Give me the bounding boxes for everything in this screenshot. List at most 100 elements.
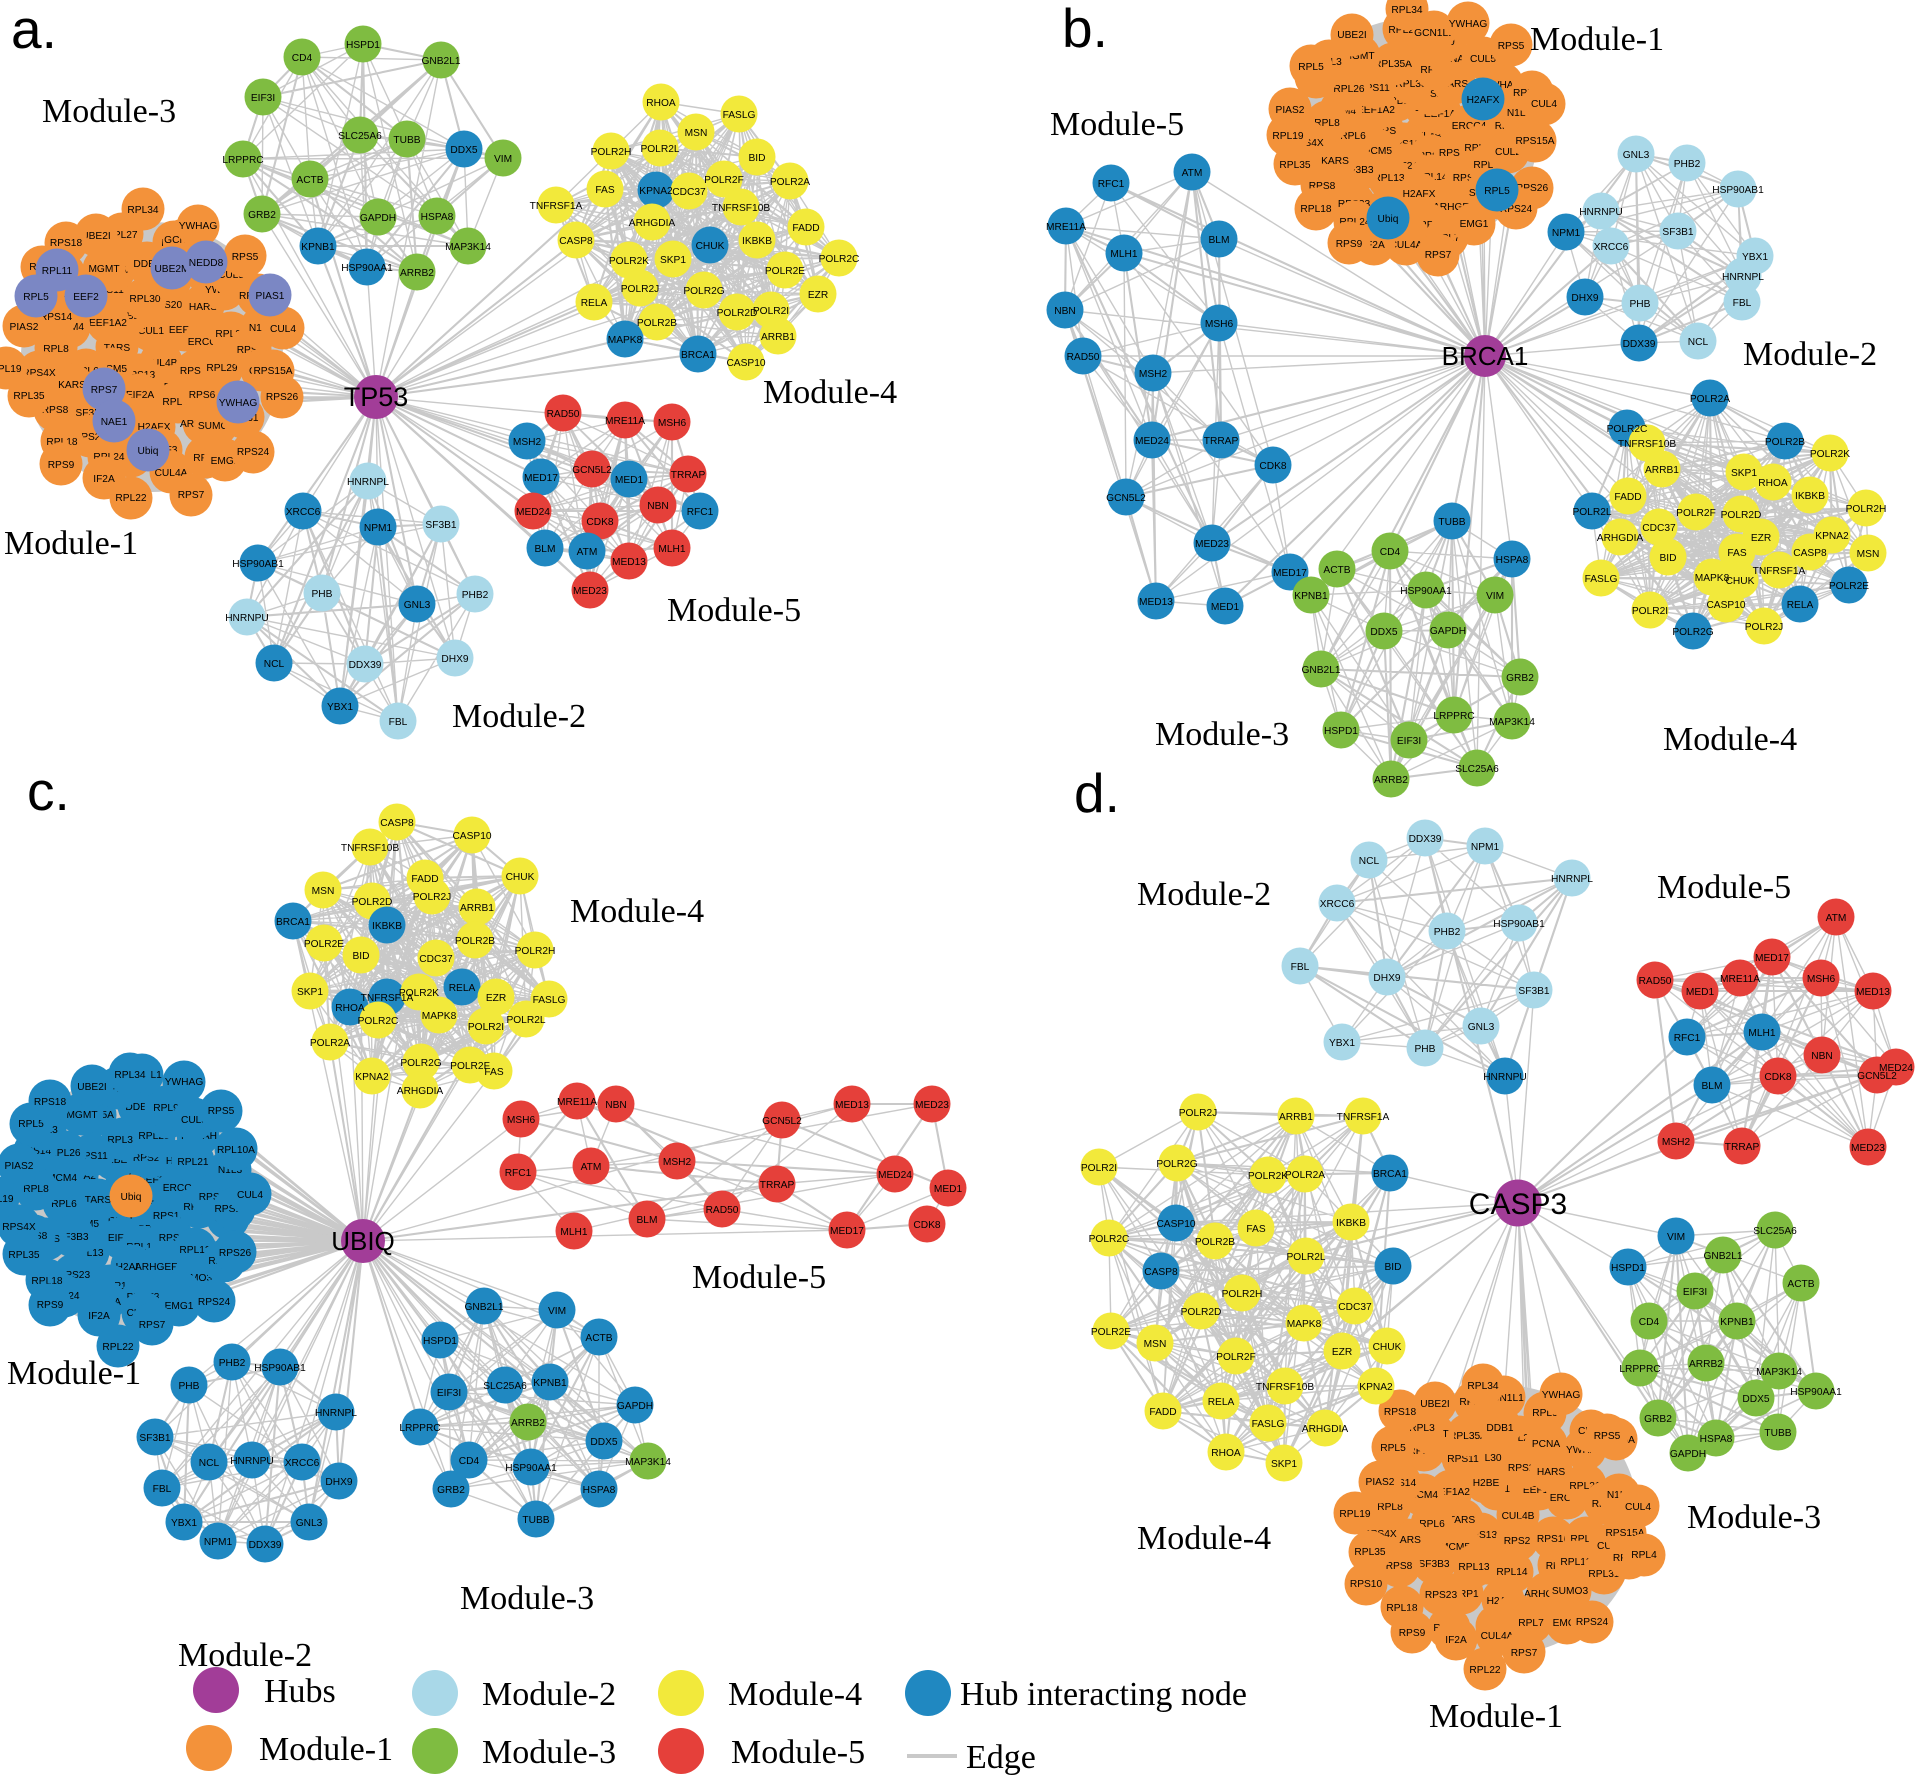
svg-text:MAP3K14: MAP3K14 [1489,717,1535,728]
svg-text:HSPA8: HSPA8 [1700,1434,1733,1445]
svg-text:ARRB2: ARRB2 [511,1418,545,1429]
svg-text:POLR2C: POLR2C [358,1016,399,1027]
svg-text:POLR2L: POLR2L [506,1015,545,1026]
svg-text:HARS: HARS [1537,1467,1566,1478]
svg-text:RPS6: RPS6 [189,390,216,401]
svg-text:ACTB: ACTB [585,1333,612,1344]
svg-text:CUL4: CUL4 [1625,1502,1651,1513]
svg-text:LRPPRC: LRPPRC [1433,711,1474,722]
svg-text:XRCC6: XRCC6 [285,1458,320,1469]
svg-text:RPL9: RPL9 [153,1103,179,1114]
svg-text:UBIQ: UBIQ [331,1226,395,1256]
svg-text:POLR2I: POLR2I [468,1022,504,1033]
svg-text:RPS16: RPS16 [1537,1534,1570,1545]
svg-text:RPL5: RPL5 [23,292,49,303]
svg-text:RPS9: RPS9 [48,460,75,471]
svg-text:SKP1: SKP1 [297,987,323,998]
svg-text:MRE11A: MRE11A [557,1097,597,1108]
svg-text:HSP90AB1: HSP90AB1 [254,1363,306,1374]
svg-text:NCL: NCL [264,659,285,670]
svg-text:ARRB1: ARRB1 [761,332,795,343]
svg-text:GCN5L2: GCN5L2 [762,1116,802,1127]
svg-text:NBN: NBN [1811,1051,1833,1062]
svg-text:SF3B1: SF3B1 [425,520,456,531]
svg-text:MED1: MED1 [1686,987,1715,998]
svg-text:RPS24: RPS24 [198,1297,231,1308]
svg-text:ERCC4: ERCC4 [188,337,223,348]
svg-text:GAPDH: GAPDH [617,1401,653,1412]
svg-text:UBE2I: UBE2I [1420,1399,1449,1410]
svg-text:RPL6: RPL6 [51,1199,77,1210]
svg-text:TRRAP: TRRAP [671,470,706,481]
svg-text:d.: d. [1074,762,1120,824]
svg-text:MRE11A: MRE11A [605,416,645,427]
svg-text:RPL22: RPL22 [1469,1665,1500,1676]
svg-text:VIM: VIM [1667,1232,1685,1243]
svg-text:MAPK8: MAPK8 [1287,1319,1322,1330]
svg-text:RPL26: RPL26 [49,1148,80,1159]
svg-text:HSP90AA1: HSP90AA1 [1790,1387,1842,1398]
svg-text:Module-3: Module-3 [460,1580,594,1617]
svg-text:ARHGEF4: ARHGEF4 [1433,202,1481,213]
svg-text:MED1: MED1 [615,475,644,486]
svg-text:XRCC6: XRCC6 [1594,242,1629,253]
svg-text:Module-1: Module-1 [7,1355,141,1392]
svg-text:PIAS2: PIAS2 [1366,1477,1395,1488]
svg-text:b.: b. [1062,0,1108,59]
svg-text:PHB2: PHB2 [1434,927,1461,938]
svg-text:GCN5L2: GCN5L2 [1857,1071,1897,1082]
svg-text:ACTB: ACTB [1787,1279,1814,1290]
svg-text:UBE2I: UBE2I [81,231,110,242]
svg-text:POLR2B: POLR2B [637,318,677,329]
svg-text:RPL4: RPL4 [1631,1550,1657,1561]
svg-text:IKBKB: IKBKB [372,921,402,932]
svg-text:TNFRSF1A: TNFRSF1A [361,993,414,1004]
svg-text:RPL27: RPL27 [1388,25,1419,36]
svg-text:HSP90AA1: HSP90AA1 [505,1463,557,1474]
svg-text:POLR2F: POLR2F [450,1061,490,1072]
svg-text:H2AFX: H2AFX [1403,189,1436,200]
svg-text:CUL4: CUL4 [1531,99,1557,110]
svg-text:FASLG: FASLG [723,110,756,121]
svg-text:EIF3I: EIF3I [1397,736,1421,747]
svg-text:POLR2D: POLR2D [1721,510,1762,521]
svg-text:MSH6: MSH6 [658,418,687,429]
svg-text:TNFRSF10B: TNFRSF10B [712,203,771,214]
svg-text:DHX9: DHX9 [441,654,469,665]
svg-text:RPS24: RPS24 [237,447,270,458]
svg-text:RAD50: RAD50 [1067,352,1100,363]
svg-text:PCNA: PCNA [1532,1439,1561,1450]
svg-text:NCL: NCL [1359,856,1380,867]
svg-text:RHOA: RHOA [1211,1448,1241,1459]
svg-text:ATM: ATM [577,547,598,558]
svg-text:Module-3: Module-3 [1155,716,1289,753]
svg-text:Module-3: Module-3 [1687,1499,1821,1536]
svg-text:MED13: MED13 [835,1100,869,1111]
svg-text:GNL3: GNL3 [1623,150,1650,161]
svg-text:CD4: CD4 [292,53,313,64]
svg-text:RPS16: RPS16 [1439,148,1472,159]
svg-text:Module-3: Module-3 [42,93,176,130]
svg-text:MSH2: MSH2 [513,437,542,448]
svg-text:EEF1A: EEF1A [1424,109,1456,120]
svg-text:HNRNPL: HNRNPL [1551,874,1593,885]
svg-text:MED13: MED13 [1139,597,1173,608]
svg-text:XRCC6: XRCC6 [1320,899,1355,910]
svg-text:Module-5: Module-5 [667,592,801,629]
svg-text:POLR2F: POLR2F [1216,1352,1256,1363]
svg-text:RPL23: RPL23 [138,1131,169,1142]
svg-text:MED24: MED24 [1879,1063,1913,1074]
svg-text:Module-1: Module-1 [259,1731,393,1768]
svg-text:MGMT: MGMT [1343,51,1374,62]
svg-text:RPL35: RPL35 [1279,160,1310,171]
svg-text:YBX1: YBX1 [327,702,353,713]
svg-text:IF2A: IF2A [1445,1635,1467,1646]
svg-text:PHB2: PHB2 [462,590,489,601]
svg-text:GCN1L1: GCN1L1 [1414,28,1454,39]
svg-text:BLM: BLM [1209,235,1230,246]
svg-text:MSN: MSN [312,886,335,897]
svg-text:HNRNPL: HNRNPL [1722,272,1764,283]
svg-text:RPL19: RPL19 [0,1194,14,1205]
svg-text:SLC25A6: SLC25A6 [338,131,382,142]
svg-text:KPNA2: KPNA2 [1359,1382,1393,1393]
